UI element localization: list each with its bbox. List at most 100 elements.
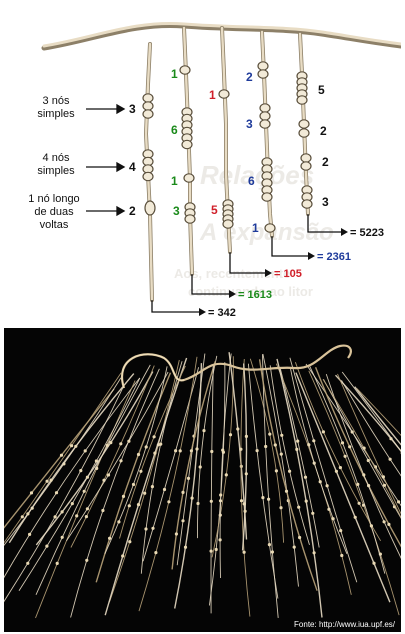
photo-knot: [298, 536, 301, 539]
photo-knot: [45, 545, 48, 548]
photo-knot: [215, 548, 218, 551]
photo-knot: [293, 546, 296, 549]
photo-knot: [304, 476, 307, 479]
knot: [299, 120, 309, 128]
cord-5-digit-hundreds: 2: [320, 124, 327, 138]
cord-5-digit-tens: 2: [322, 155, 329, 169]
photo-knot: [128, 504, 131, 507]
photo-knot: [196, 502, 199, 505]
quipu-photograph: [4, 328, 401, 632]
photo-knot: [101, 509, 104, 512]
photo-knot: [312, 439, 315, 442]
knot: [145, 201, 155, 215]
photo-knot: [128, 540, 131, 543]
cord-2-digit-thousands: 1: [171, 67, 178, 81]
photo-knot: [256, 449, 259, 452]
photo-knot: [363, 447, 366, 450]
photo-knot: [210, 450, 213, 453]
photo-knot: [30, 491, 33, 494]
photo-knot: [143, 492, 146, 495]
cord-total-2361: = 2361: [317, 251, 351, 263]
label-arrows: [86, 105, 124, 215]
photo-pendant-cord: [250, 359, 283, 543]
photo-knot: [190, 449, 193, 452]
photo-knot: [240, 499, 243, 502]
knot: [262, 193, 272, 201]
photo-knot: [86, 507, 89, 510]
photo-pendant-cord: [220, 354, 231, 579]
photo-pendant-cord: [105, 358, 186, 615]
photo-knot: [236, 427, 239, 430]
photo-pendant-cord: [4, 378, 140, 587]
photo-knot: [122, 495, 125, 498]
photo-knot: [132, 483, 135, 486]
photo-knot: [154, 551, 157, 554]
photo-knot: [202, 429, 205, 432]
photo-knot: [71, 502, 74, 505]
watermark-line-1: Relações: [200, 160, 314, 190]
photo-knot: [354, 516, 357, 519]
photo-knot: [383, 520, 386, 523]
photo-knot: [339, 466, 342, 469]
photo-knot: [389, 458, 392, 461]
photo-knot: [153, 452, 156, 455]
photo-knot: [74, 445, 77, 448]
label-three-simple-knots-l2: simples: [37, 108, 75, 120]
cord-3-digit-units: 5: [211, 203, 218, 217]
knot: [143, 94, 153, 102]
photo-knot: [332, 517, 335, 520]
cord-1-digit-tens: 4: [129, 160, 136, 174]
photo-knot: [144, 527, 147, 530]
photo-knot: [54, 515, 57, 518]
photo-knot: [86, 476, 89, 479]
photo-knot: [151, 527, 154, 530]
photo-knot: [119, 442, 122, 445]
cord-total-5223: = 5223: [350, 227, 384, 239]
label-four-simple-knots-l2: simples: [37, 165, 75, 177]
photo-knot: [117, 520, 120, 523]
photo-pendant-cord: [290, 358, 357, 583]
photo-knot: [243, 551, 246, 554]
photo-knot: [79, 469, 82, 472]
photo-knot: [50, 479, 53, 482]
photo-knot: [159, 443, 162, 446]
cord-5-digit-units: 3: [322, 195, 329, 209]
photo-knot: [268, 543, 271, 546]
photo-pendant-cord: [277, 359, 322, 618]
photo-knot: [184, 546, 187, 549]
photo-knot: [108, 537, 111, 540]
photo-knot: [245, 435, 248, 438]
photo-knot: [84, 449, 87, 452]
knot: [265, 224, 275, 232]
photo-knot: [46, 480, 49, 483]
photo-knot: [285, 490, 288, 493]
photo-knot: [288, 470, 291, 473]
knot: [180, 66, 190, 74]
photo-knot: [137, 503, 140, 506]
photo-knot: [268, 433, 271, 436]
photo-knot: [305, 500, 308, 503]
knot: [301, 162, 311, 170]
photo-knot: [61, 536, 64, 539]
photo-knot: [70, 444, 73, 447]
photo-knot: [199, 465, 202, 468]
knot: [258, 62, 268, 70]
photo-knot: [163, 488, 166, 491]
quipu-diagram-panel: Relações A expansão Aos, recentemente co…: [4, 4, 401, 322]
photo-knot: [181, 491, 184, 494]
label-long-knot-l1: 1 nó longo: [28, 193, 79, 205]
knot: [143, 110, 153, 118]
photo-knot: [195, 447, 198, 450]
photo-knot: [397, 500, 400, 503]
photo-knot: [56, 562, 59, 565]
photo-knot: [339, 529, 342, 532]
photo-knot: [264, 445, 267, 448]
photo-knot: [297, 506, 300, 509]
cord-4-digit-units: 1: [252, 221, 259, 235]
photo-knot: [344, 455, 347, 458]
cord-total-1613: = 1613: [238, 289, 272, 301]
photo-knot: [313, 551, 316, 554]
photo-knot: [219, 493, 222, 496]
photo-knot: [175, 532, 178, 535]
knot: [258, 70, 268, 78]
